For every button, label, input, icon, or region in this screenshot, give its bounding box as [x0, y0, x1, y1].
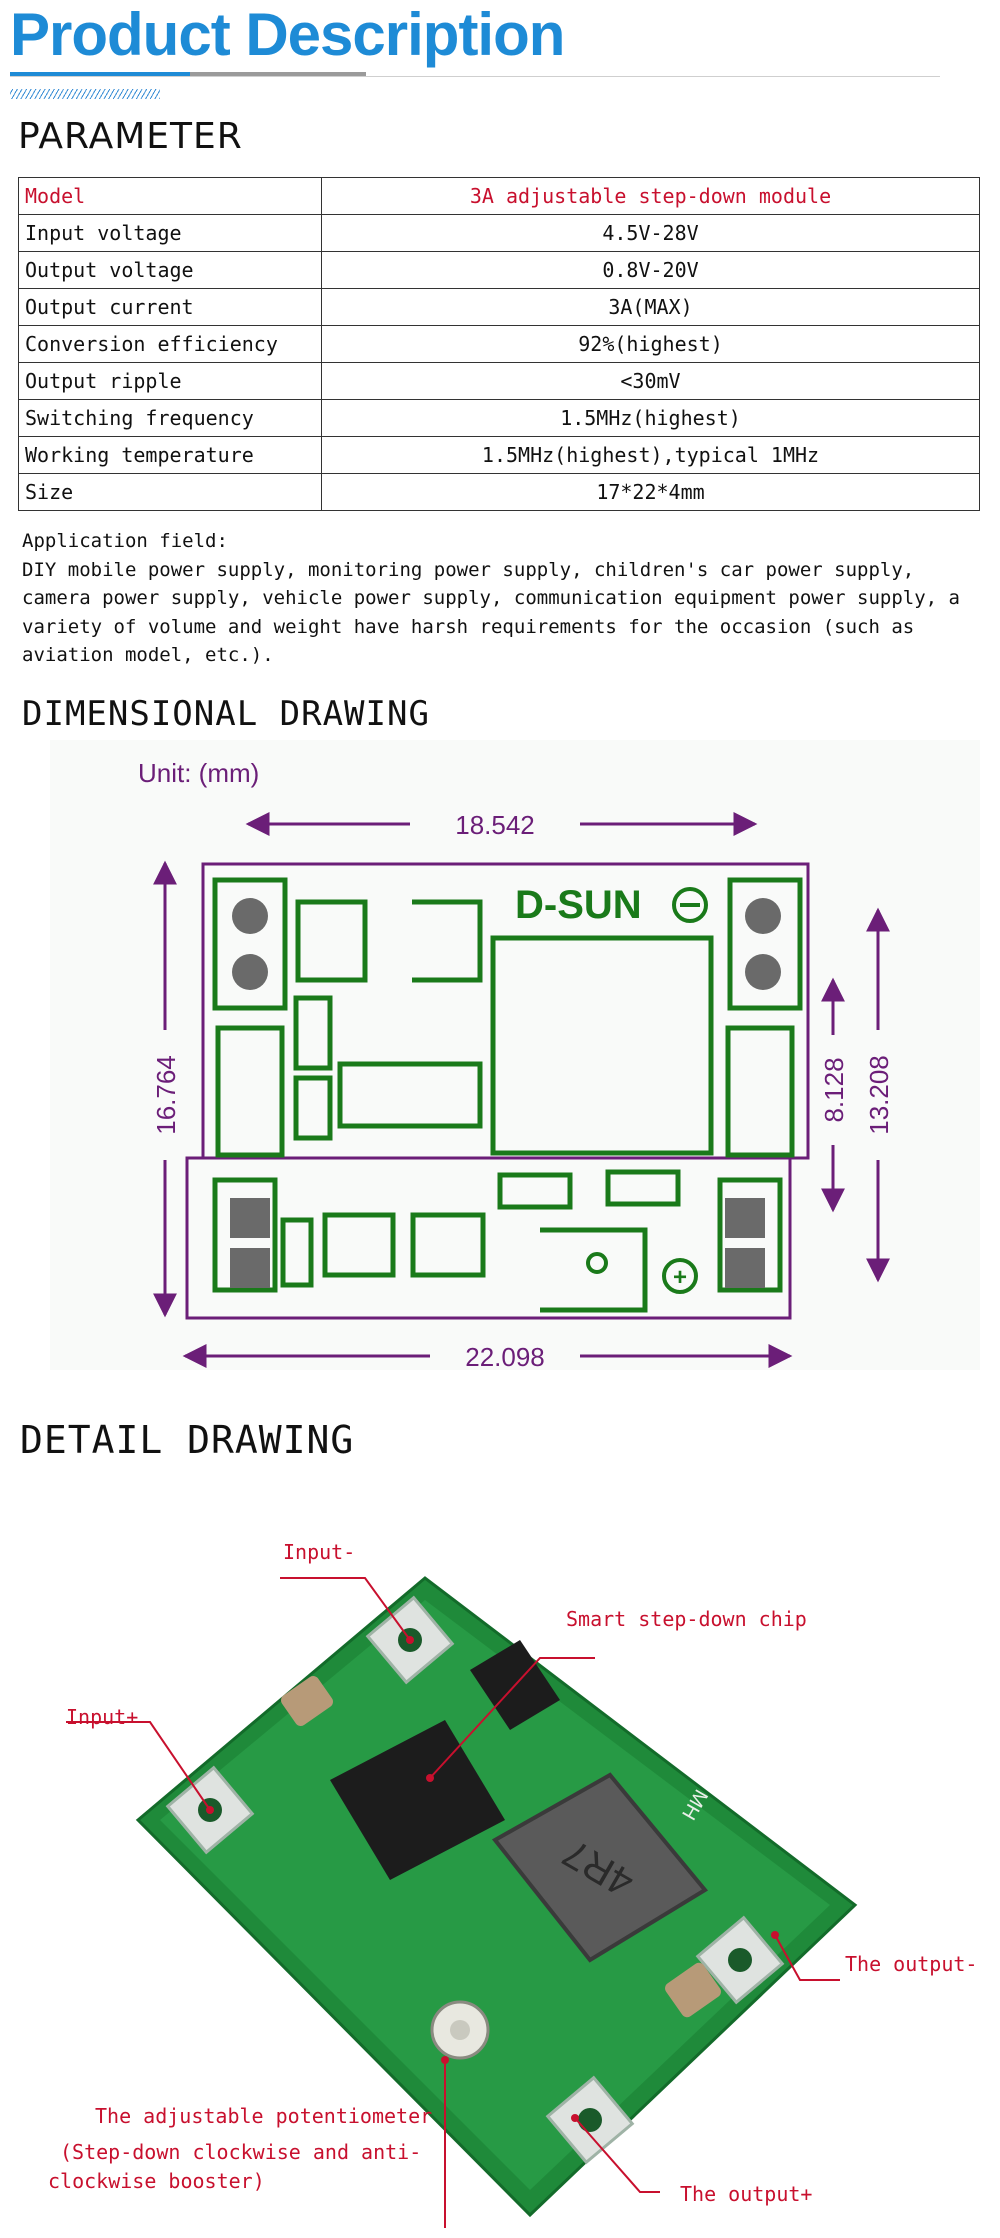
param-label: Output voltage: [18, 251, 322, 289]
detail-drawing: 4R7 MH: [66, 1576, 858, 2228]
brand-label: D-SUN: [515, 883, 642, 927]
param-value: 1.5MHz(highest): [321, 399, 980, 437]
application-title: Application field:: [22, 530, 228, 552]
param-label: Input voltage: [18, 214, 322, 252]
decorative-hatch: [10, 89, 160, 99]
dimensional-drawing: Unit: (mm) 18.542 22.098 16.764 8.128 13…: [50, 740, 980, 1372]
param-label: Output current: [18, 288, 322, 326]
callout-pot-line3: clockwise booster): [48, 2169, 265, 2193]
param-value: 0.8V-20V: [321, 251, 980, 289]
param-value: <30mV: [321, 362, 980, 400]
callout-input-minus: Input-: [283, 1540, 356, 1564]
callout-output-minus: The output-: [845, 1952, 978, 1976]
application-field: Application field: DIY mobile power suppl…: [22, 527, 982, 670]
height-left-label: 16.764: [151, 1055, 181, 1135]
svg-text:+: +: [673, 1264, 687, 1291]
dimensional-heading: DIMENSIONAL DRAWING: [22, 694, 430, 734]
page-title: Product Description: [10, 1, 565, 68]
width-top-label: 18.542: [455, 810, 535, 840]
param-label: Model: [18, 177, 322, 215]
width-bottom-label: 22.098: [465, 1342, 545, 1372]
param-label: Conversion efficiency: [18, 325, 322, 363]
title-underline-blue: [10, 72, 190, 77]
title-divider: [10, 76, 940, 77]
callout-pot-line2: (Step-down clockwise and anti-: [60, 2140, 422, 2164]
param-value: 4.5V-28V: [321, 214, 980, 252]
param-label: Output ripple: [18, 362, 322, 400]
param-value: 92%(highest): [321, 325, 980, 363]
callout-pot-line1: The adjustable potentiometer: [95, 2104, 433, 2128]
application-text: DIY mobile power supply, monitoring powe…: [22, 558, 972, 667]
height-right-label: 13.208: [864, 1055, 894, 1135]
table-row: Output ripple<30mV: [18, 362, 980, 400]
param-label: Size: [18, 473, 322, 511]
callout-chip: Smart step-down chip: [566, 1607, 807, 1631]
param-value: 3A(MAX): [321, 288, 980, 326]
inductor: [491, 1772, 709, 1963]
step-down-chip: [330, 1720, 505, 1880]
param-label: Working temperature: [18, 436, 322, 474]
param-value: 1.5MHz(highest),typical 1MHz: [321, 436, 980, 474]
parameter-heading: PARAMETER: [18, 116, 243, 157]
callout-output-plus: The output+: [680, 2182, 813, 2206]
param-value: 17*22*4mm: [321, 473, 980, 511]
title-underline-gray: [190, 72, 366, 77]
param-value: 3A adjustable step-down module: [321, 177, 980, 215]
height-inner-label: 8.128: [819, 1057, 849, 1122]
param-label: Switching frequency: [18, 399, 322, 437]
detail-heading: DETAIL DRAWING: [20, 1418, 355, 1462]
callout-input-plus: Input+: [66, 1705, 139, 1729]
unit-label: Unit: (mm): [138, 758, 259, 788]
